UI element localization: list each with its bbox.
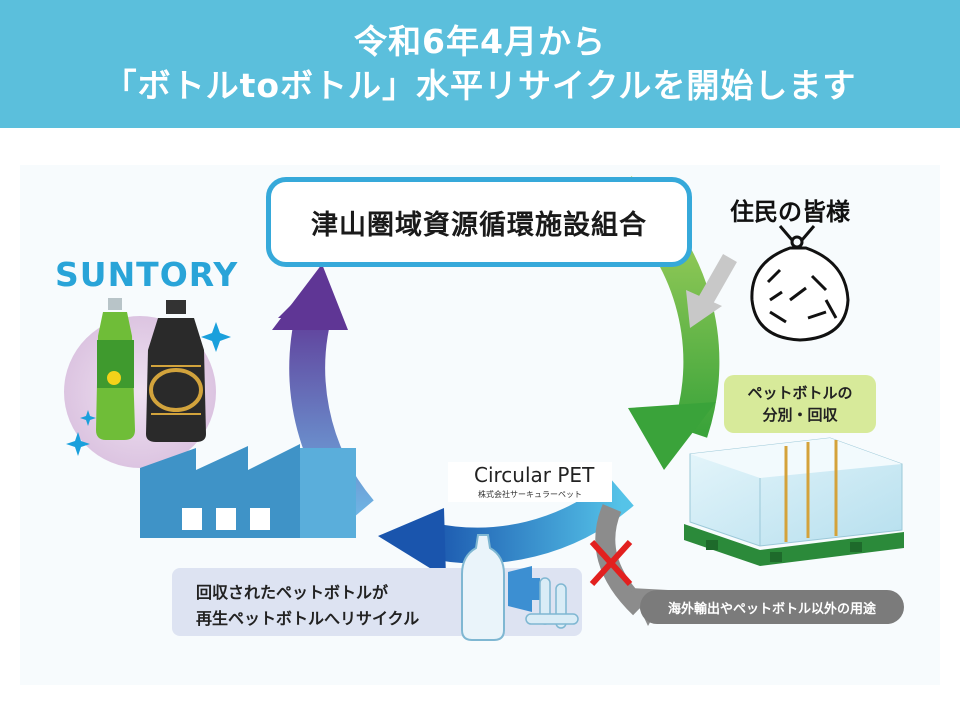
preform-icon xyxy=(461,534,579,641)
recycle-note: 回収されたペットボトルが 再生ペットボトルへリサイクル xyxy=(196,580,419,632)
residents-arrow xyxy=(686,254,737,328)
residents-label: 住民の皆様 xyxy=(730,198,850,226)
garbage-bag-icon xyxy=(750,225,850,342)
sorting-line2: 分別・回収 xyxy=(762,406,838,424)
export-label-text: 海外輸出やペットボトル以外の用途 xyxy=(667,601,876,617)
bottles-icon xyxy=(96,298,206,442)
blue-cycle-arrow xyxy=(378,478,634,578)
recycle-note-line2: 再生ペットボトルへリサイクル xyxy=(196,609,420,628)
sorting-label: ペットボトルの 分別・回収 xyxy=(724,375,876,433)
sparkle-icon xyxy=(66,322,231,456)
suntory-logo: SUNTORY xyxy=(55,255,239,294)
organization-name: 津山圏域資源循環施設組合 xyxy=(311,209,647,241)
banner-title-line1: 令和6年4月から xyxy=(354,22,606,61)
circular-pet-logo: Circular PET 株式会社サーキュラーペット xyxy=(448,462,612,502)
organization-box: 津山圏域資源循環施設組合 xyxy=(266,177,692,267)
sorting-line1: ペットボトルの xyxy=(747,384,853,402)
circular-pet-company: 株式会社サーキュラーペット xyxy=(478,490,582,499)
factory-icon xyxy=(140,444,356,538)
recycle-note-line1: 回収されたペットボトルが xyxy=(196,583,389,602)
title-banner: 令和6年4月から 「ボトルtoボトル」水平リサイクルを開始します xyxy=(0,0,960,128)
circular-pet-name: Circular PET xyxy=(474,463,595,487)
bale-icon xyxy=(684,437,904,566)
cross-icon xyxy=(589,539,633,587)
banner-title-line2: 「ボトルtoボトル」水平リサイクルを開始します xyxy=(103,66,857,105)
export-label: 海外輸出やペットボトル以外の用途 xyxy=(640,590,904,624)
